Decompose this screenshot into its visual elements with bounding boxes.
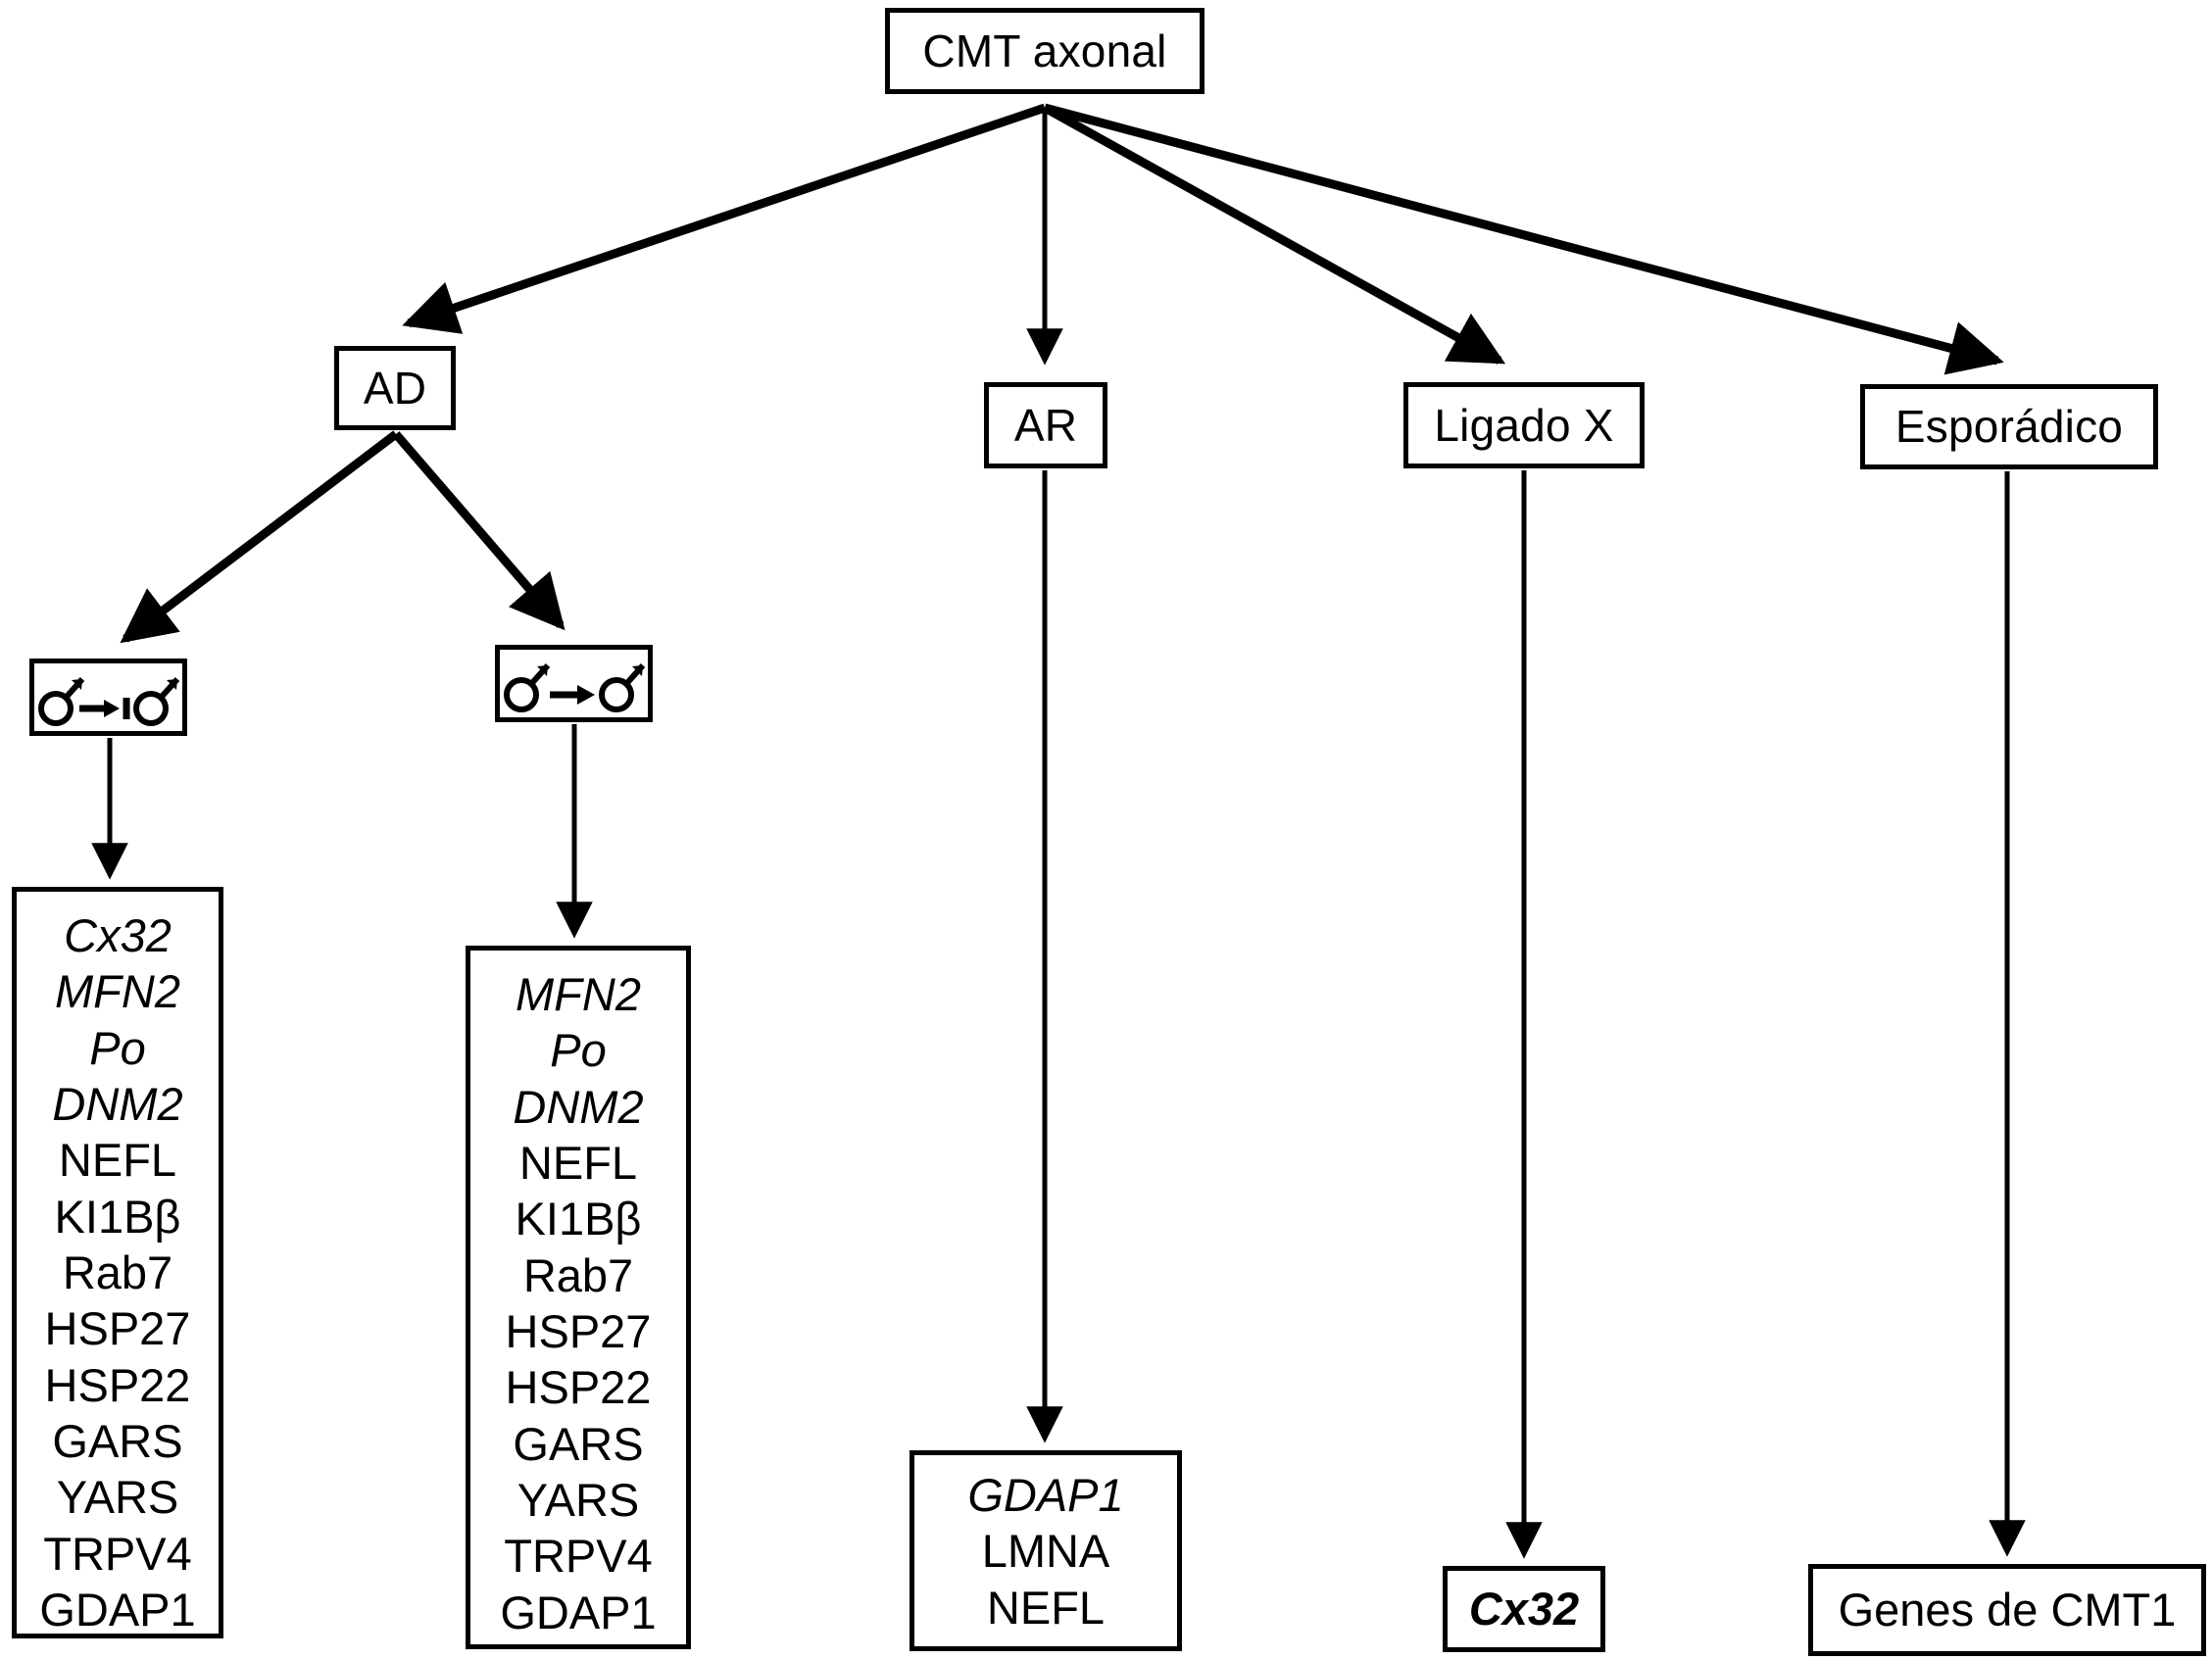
node-ad-label: AD <box>363 362 427 414</box>
edge-root-to-ad <box>402 103 1047 334</box>
gene-item: NEFL <box>986 1581 1106 1634</box>
edge-ad-to-no-male-to-male <box>120 430 399 644</box>
gene-item: KI1Bβ <box>515 1193 642 1245</box>
gene-item: HSP27 <box>44 1302 191 1355</box>
node-ligado-x-label: Ligado X <box>1434 399 1614 451</box>
gene-item: DNM2 <box>52 1077 183 1130</box>
node-ar[interactable]: AR <box>984 382 1107 468</box>
gene-item: NEFL <box>518 1136 638 1189</box>
gene-item: GARS <box>52 1414 183 1467</box>
node-ad[interactable]: AD <box>334 346 456 430</box>
gene-item: DNM2 <box>513 1080 644 1133</box>
gene-item: MFN2 <box>516 968 641 1020</box>
gene-item: YARS <box>56 1471 179 1524</box>
gene-item: GDAP1 <box>39 1583 196 1636</box>
gene-item: Genes de CMT1 <box>1838 1584 2177 1636</box>
gene-item: NEFL <box>58 1134 177 1187</box>
node-ligado-x[interactable]: Ligado X <box>1403 382 1645 468</box>
gene-item: HSP22 <box>44 1358 191 1411</box>
gene-item: KI1Bβ <box>54 1190 181 1243</box>
gene-item: Po <box>550 1024 607 1077</box>
gene-item: Cx32 <box>64 909 172 961</box>
gene-item: HSP27 <box>505 1304 652 1357</box>
gene-item: Rab7 <box>62 1245 173 1298</box>
gene-item: Rab7 <box>522 1248 634 1301</box>
gene-item: GDAP1 <box>500 1586 657 1638</box>
node-gene-list-ligado-x[interactable]: Cx32 <box>1443 1566 1605 1652</box>
gene-item: GDAP1 <box>967 1469 1124 1521</box>
gene-item: HSP22 <box>505 1361 652 1414</box>
gene-item: GARS <box>513 1417 644 1470</box>
node-cmt-axonal-label: CMT axonal <box>922 24 1167 76</box>
gene-item: Po <box>89 1021 146 1074</box>
node-male-to-male[interactable] <box>495 645 653 722</box>
node-gene-list-esporadico[interactable]: Genes de CMT1 <box>1808 1564 2206 1656</box>
male-to-male-blocked-icon <box>35 667 182 728</box>
edge-root-to-ligado-x <box>1042 104 1506 365</box>
node-esporadico-label: Esporádico <box>1894 401 2124 453</box>
edge-ad-to-male-to-male <box>392 431 565 631</box>
edge-root-to-esporadico <box>1043 103 2004 375</box>
gene-item: MFN2 <box>55 965 180 1018</box>
gene-item: TRPV4 <box>43 1527 192 1580</box>
gene-item: YARS <box>516 1473 640 1526</box>
gene-item: Cx32 <box>1468 1583 1580 1636</box>
gene-item: TRPV4 <box>504 1530 653 1583</box>
node-gene-list-ad-male-to-male[interactable]: MFN2 Po DNM2 NEFL KI1Bβ Rab7 HSP27 HSP22… <box>466 946 691 1649</box>
node-ar-label: AR <box>1013 399 1078 451</box>
gene-item: LMNA <box>981 1525 1110 1578</box>
node-esporadico[interactable]: Esporádico <box>1860 384 2158 469</box>
male-to-male-icon <box>501 654 648 714</box>
node-gene-list-ad-blocked[interactable]: Cx32 MFN2 Po DNM2 NEFL KI1Bβ Rab7 HSP27 … <box>12 887 223 1638</box>
node-cmt-axonal[interactable]: CMT axonal <box>885 8 1204 94</box>
node-male-to-male-blocked[interactable] <box>29 659 187 736</box>
node-gene-list-ar[interactable]: GDAP1 LMNA NEFL <box>909 1450 1182 1651</box>
